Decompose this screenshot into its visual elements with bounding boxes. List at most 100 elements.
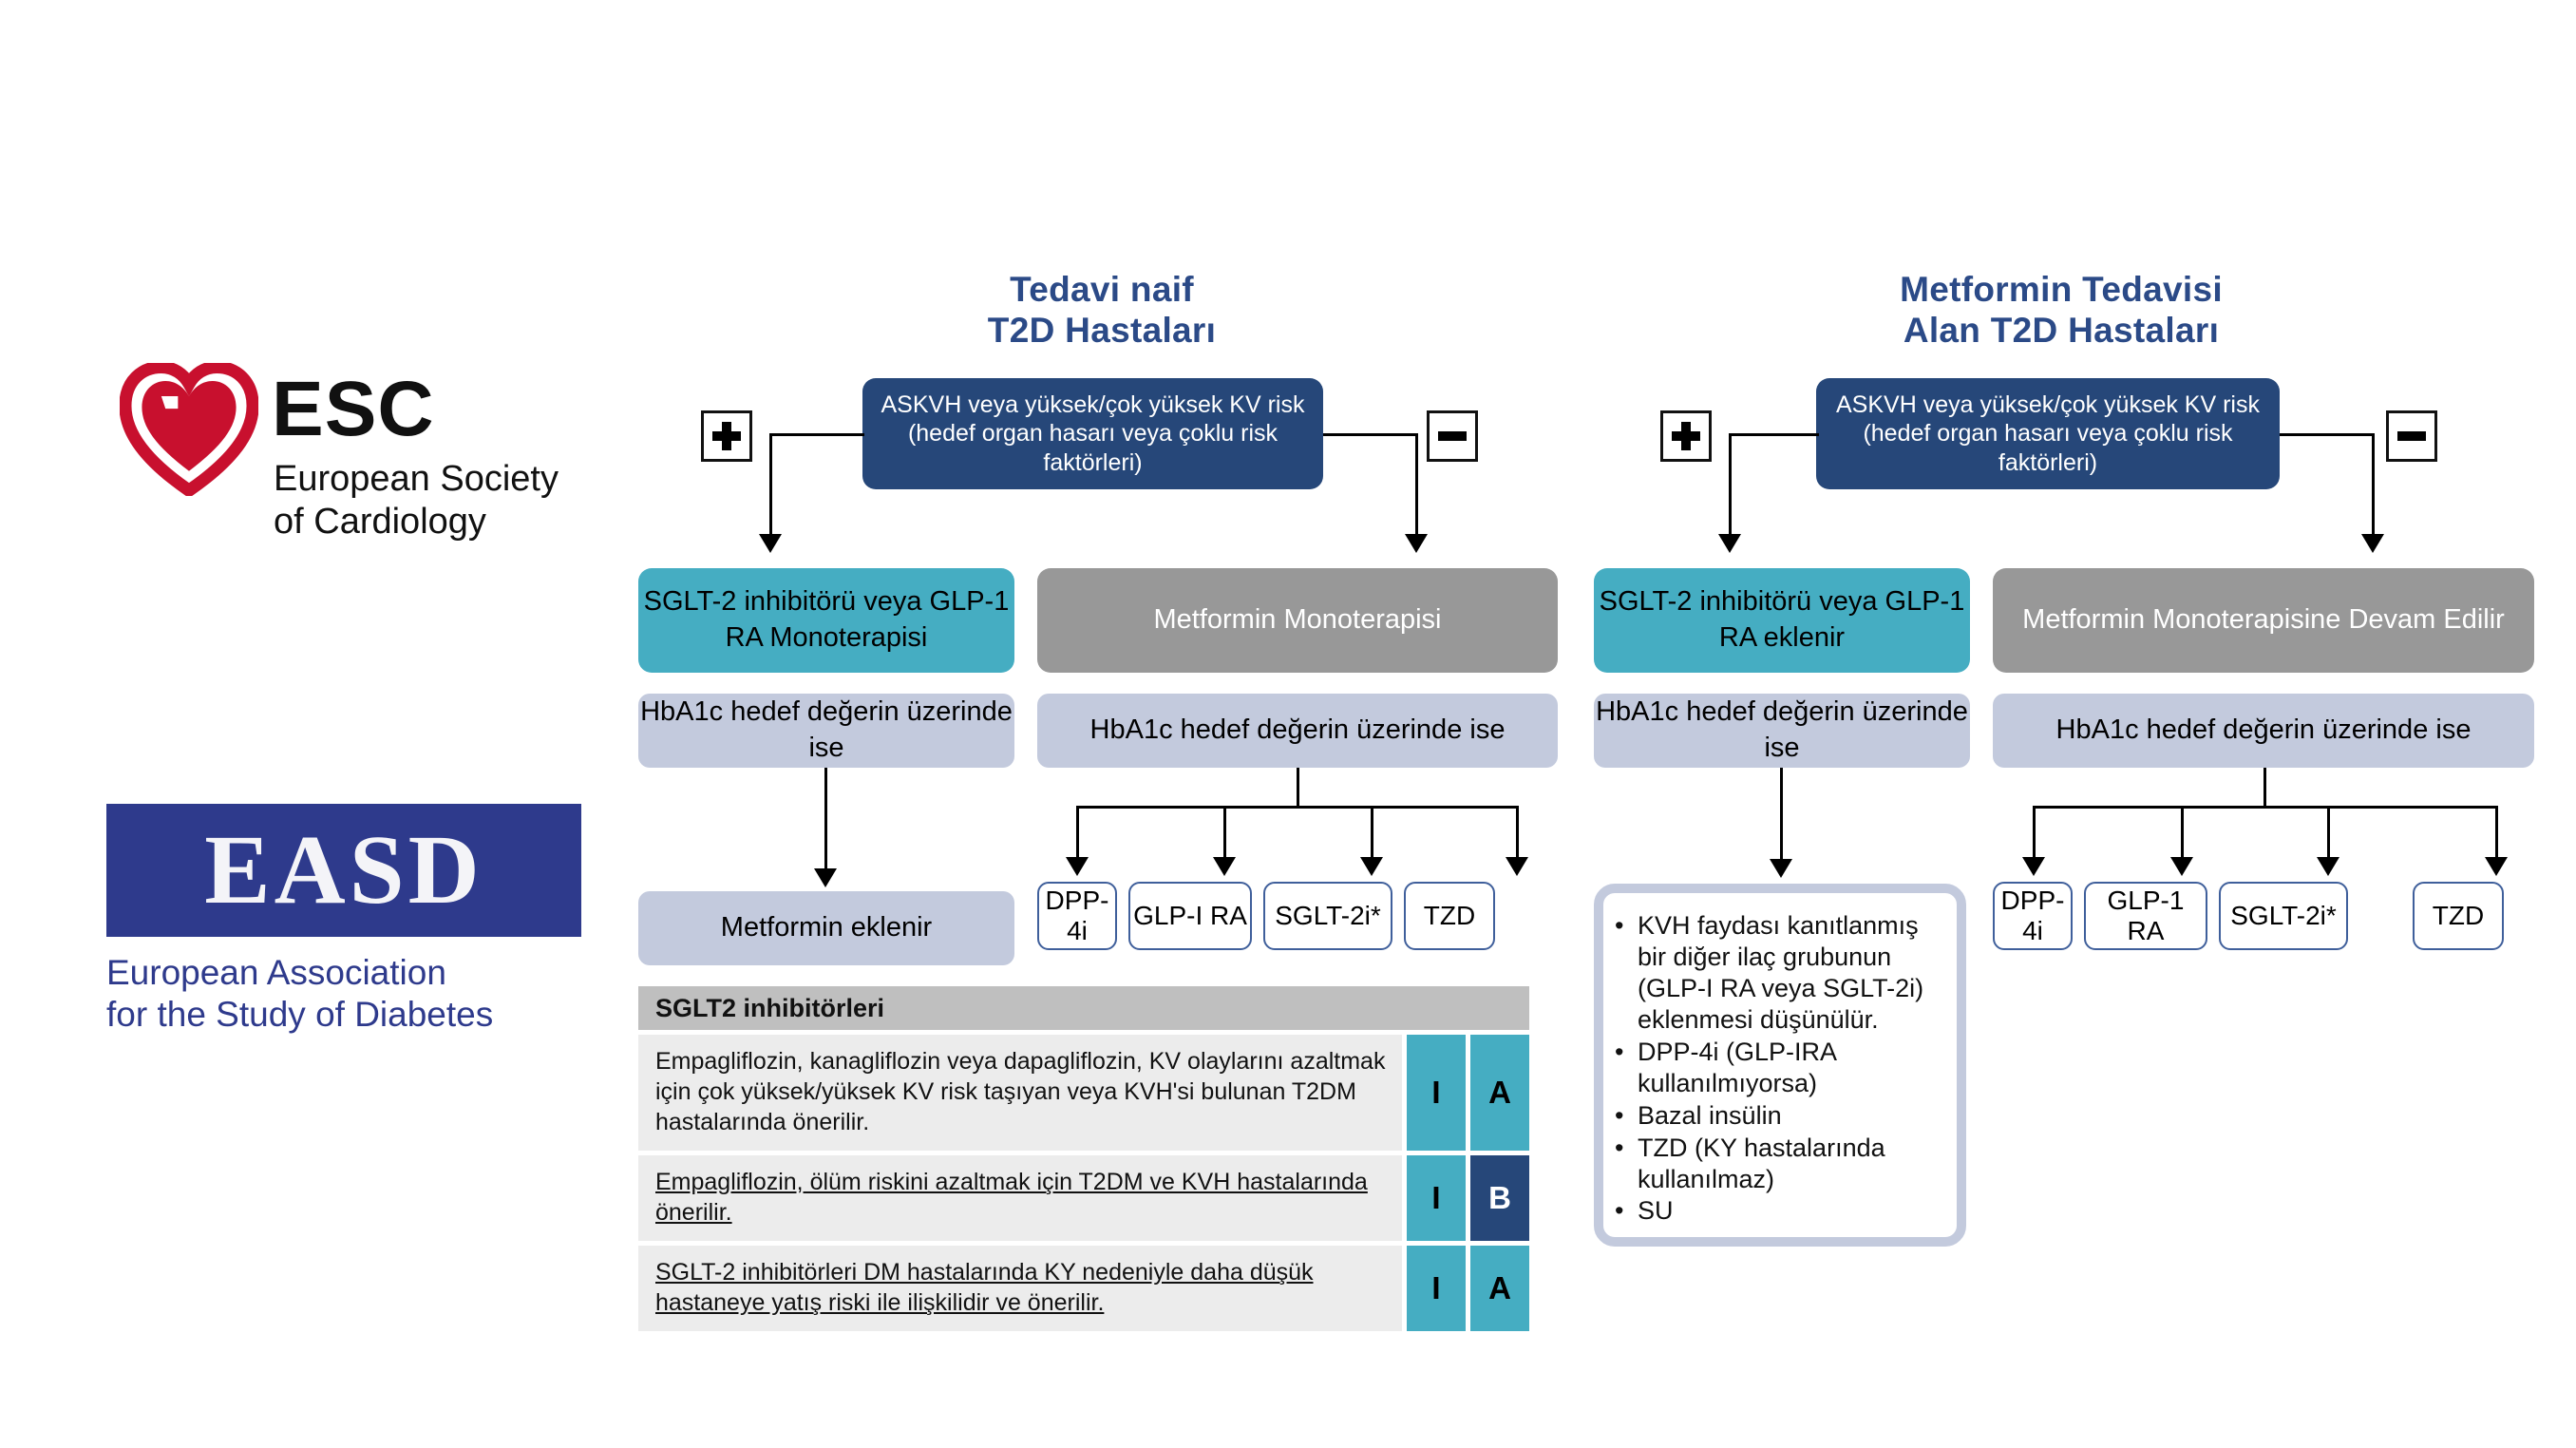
connector-line	[1076, 806, 1519, 809]
esc-subtitle-line2: of Cardiology	[274, 501, 486, 542]
connector-line	[2372, 433, 2375, 538]
arrow-head-icon	[2022, 857, 2045, 876]
esc-acronym: ESC	[272, 366, 435, 452]
column-2-minus-badge	[2386, 410, 2437, 462]
list-item: KVH faydası kanıtlanmış bir diğer ilaç g…	[1615, 910, 1947, 1036]
column-2-title-line2: Alan T2D Hastaları	[1903, 311, 2220, 351]
column-2-option-sglt2i[interactable]: SGLT-2i*	[2219, 882, 2348, 950]
connector-line	[2495, 806, 2498, 861]
arrow-head-icon	[2170, 857, 2193, 876]
easd-subtitle-line2: for the Study of Diabetes	[106, 995, 494, 1035]
recommendation-table: SGLT2 inhibitörleri Empagliflozin, kanag…	[638, 986, 1529, 1331]
connector-line	[2263, 768, 2266, 808]
connector-line	[824, 768, 827, 872]
column-1-condition-box: ASKVH veya yüksek/çok yüksek KV risk (he…	[862, 378, 1323, 489]
arrow-head-icon	[2485, 857, 2508, 876]
recommendation-level: A	[1470, 1035, 1529, 1151]
column-1-plus-badge	[701, 410, 752, 462]
list-item: TZD (KY hastalarında kullanılmaz)	[1615, 1133, 1947, 1195]
column-1-option-sglt2i[interactable]: SGLT-2i*	[1263, 882, 1392, 950]
column-2-positive-treatment: SGLT-2 inhibitörü veya GLP-1 RA eklenir	[1594, 568, 1970, 673]
plus-icon	[1672, 422, 1700, 450]
connector-line	[1223, 806, 1226, 861]
column-1-title-line2: T2D Hastaları	[987, 311, 1217, 351]
column-1-next-step: Metformin eklenir	[638, 891, 1014, 965]
table-row: Empagliflozin, ölüm riskini azaltmak içi…	[638, 1155, 1529, 1241]
column-1-option-glp1ra[interactable]: GLP-I RA	[1128, 882, 1252, 950]
column-2-option-tzd[interactable]: TZD	[2413, 882, 2504, 950]
esc-logo: ESC European Society of Cardiology	[120, 359, 614, 568]
column-2-title: Metformin Tedavisi Alan T2D Hastaları	[1767, 269, 2356, 352]
column-2-title-line1: Metformin Tedavisi	[1900, 270, 2223, 309]
esc-heart-icon	[120, 363, 258, 496]
connector-line	[1780, 768, 1783, 863]
connector-line	[1729, 433, 1732, 538]
connector-line	[1076, 806, 1079, 861]
connector-line	[2181, 806, 2184, 861]
connector-line	[1297, 768, 1299, 808]
minus-icon	[1438, 422, 1467, 450]
esc-subtitle: European Society of Cardiology	[274, 458, 559, 543]
column-1-positive-treatment: SGLT-2 inhibitörü veya GLP-1 RA Monotera…	[638, 568, 1014, 673]
arrow-head-icon	[1360, 857, 1383, 876]
column-2-negative-treatment: Metformin Monoterapisine Devam Edilir	[1993, 568, 2534, 673]
column-1-negative-hba1c: HbA1c hedef değerin üzerinde ise	[1037, 694, 1558, 768]
column-1-positive-hba1c: HbA1c hedef değerin üzerinde ise	[638, 694, 1014, 768]
column-1-title: Tedavi naif T2D Hastaları	[855, 269, 1349, 352]
connector-line	[1415, 433, 1418, 538]
table-row: Empagliflozin, kanagliflozin veya dapagl…	[638, 1035, 1529, 1151]
list-item: Bazal insülin	[1615, 1100, 1947, 1132]
recommendation-level: A	[1470, 1246, 1529, 1331]
easd-subtitle: European Association for the Study of Di…	[106, 952, 600, 1037]
column-2-negative-hba1c: HbA1c hedef değerin üzerinde ise	[1993, 694, 2534, 768]
arrow-head-icon	[1770, 859, 1792, 878]
recommendation-class: I	[1407, 1035, 1466, 1151]
column-2-condition-box: ASKVH veya yüksek/çok yüksek KV risk (he…	[1816, 378, 2280, 489]
arrow-head-icon	[1506, 857, 1528, 876]
connector-line	[1323, 433, 1418, 436]
column-1-option-dpp4i[interactable]: DPP-4i	[1037, 882, 1117, 950]
arrow-head-icon	[2317, 857, 2339, 876]
arrow-head-icon	[814, 868, 837, 887]
recommendation-text: SGLT-2 inhibitörleri DM hastalarında KY …	[638, 1246, 1402, 1331]
arrow-head-icon	[2361, 534, 2384, 553]
recommendation-table-header: SGLT2 inhibitörleri	[638, 986, 1529, 1030]
recommendation-text: Empagliflozin, ölüm riskini azaltmak içi…	[638, 1155, 1402, 1241]
column-1-option-tzd[interactable]: TZD	[1404, 882, 1495, 950]
column-2-positive-hba1c: HbA1c hedef değerin üzerinde ise	[1594, 694, 1970, 768]
recommendation-text-underlined: Empagliflozin, ölüm riskini azaltmak içi…	[655, 1169, 1368, 1226]
connector-line	[2327, 806, 2330, 861]
recommendation-class: I	[1407, 1246, 1466, 1331]
recommendation-class: I	[1407, 1155, 1466, 1241]
esc-subtitle-line1: European Society	[274, 459, 559, 499]
column-2-options-panel: KVH faydası kanıtlanmış bir diğer ilaç g…	[1594, 884, 1966, 1247]
connector-line	[2033, 806, 2498, 809]
connector-line	[2280, 433, 2375, 436]
column-2-options-list: KVH faydası kanıtlanmış bir diğer ilaç g…	[1603, 893, 1957, 1227]
easd-subtitle-line1: European Association	[106, 953, 446, 992]
recommendation-level: B	[1470, 1155, 1529, 1241]
recommendation-text: Empagliflozin, kanagliflozin veya dapagl…	[638, 1035, 1402, 1151]
arrow-head-icon	[1066, 857, 1089, 876]
list-item: DPP-4i (GLP-IRA kullanılmıyorsa)	[1615, 1037, 1947, 1099]
easd-badge	[106, 804, 581, 937]
column-1-negative-treatment: Metformin Monoterapisi	[1037, 568, 1558, 673]
connector-line	[2033, 806, 2036, 861]
easd-logo: EASD European Association for the Study …	[106, 804, 600, 1089]
column-2-option-dpp4i[interactable]: DPP-4i	[1993, 882, 2073, 950]
column-2-option-glp1ra[interactable]: GLP-1 RA	[2084, 882, 2207, 950]
arrow-head-icon	[1718, 534, 1741, 553]
arrow-head-icon	[1405, 534, 1428, 553]
connector-line	[1516, 806, 1519, 861]
minus-icon	[2397, 422, 2426, 450]
connector-line	[1371, 806, 1373, 861]
recommendation-text-underlined: SGLT-2 inhibitörleri DM hastalarında KY …	[655, 1259, 1314, 1316]
column-1-minus-badge	[1427, 410, 1478, 462]
connector-line	[769, 433, 772, 538]
plus-icon	[712, 422, 741, 450]
list-item: SU	[1615, 1195, 1947, 1227]
column-2-plus-badge	[1660, 410, 1712, 462]
connector-line	[769, 433, 864, 436]
table-row: SGLT-2 inhibitörleri DM hastalarında KY …	[638, 1246, 1529, 1331]
column-1-title-line1: Tedavi naif	[1010, 270, 1194, 309]
